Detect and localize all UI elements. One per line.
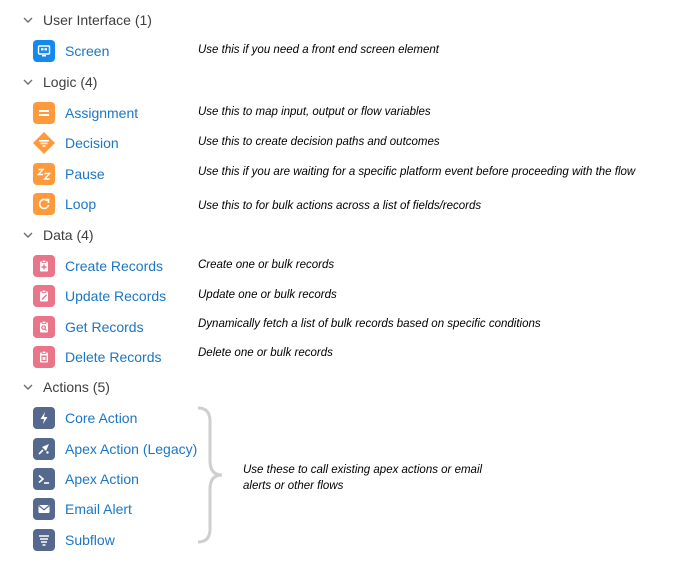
update-records-icon: [33, 285, 55, 307]
item-label: Loop: [65, 196, 97, 212]
description: Use this to create decision paths and ou…: [198, 136, 440, 148]
description: Create one or bulk records: [198, 259, 335, 271]
palette-item-apex-action-legacy[interactable]: Apex Action (Legacy): [33, 437, 197, 461]
section-label: Actions (5): [43, 379, 110, 395]
email-alert-icon: [33, 498, 55, 520]
section-data[interactable]: Data (4): [23, 225, 94, 245]
delete-records-icon: [33, 346, 55, 368]
item-label: Screen: [65, 43, 110, 59]
palette-item-delete-records[interactable]: Delete Records: [33, 345, 162, 369]
actions-note: Use these to call existing apex actions …: [243, 464, 483, 492]
palette-item-email-alert[interactable]: Email Alert: [33, 497, 132, 521]
description: Use this if you are waiting for a specif…: [198, 166, 636, 178]
loop-icon: [33, 193, 55, 215]
palette-item-loop[interactable]: Loop: [33, 192, 96, 216]
description: Delete one or bulk records: [198, 347, 333, 359]
create-records-icon: [33, 255, 55, 277]
palette-item-screen[interactable]: Screen: [33, 39, 109, 63]
get-records-icon: [33, 316, 55, 338]
section-user-interface[interactable]: User Interface (1): [23, 10, 152, 30]
core-action-icon: [33, 407, 55, 429]
chevron-down-icon: [23, 15, 33, 25]
description: Update one or bulk records: [198, 289, 337, 301]
curly-brace: [196, 405, 226, 545]
palette-item-apex-action[interactable]: Apex Action: [33, 467, 139, 491]
item-label: Core Action: [65, 410, 138, 426]
section-label: User Interface (1): [43, 12, 152, 28]
item-label: Decision: [65, 135, 119, 151]
assignment-icon: [33, 102, 55, 124]
section-label: Logic (4): [43, 74, 98, 90]
description: Dynamically fetch a list of bulk records…: [198, 318, 541, 330]
chevron-down-icon: [23, 77, 33, 87]
apex-action-icon: [33, 468, 55, 490]
item-label: Pause: [65, 166, 105, 182]
palette-item-core-action[interactable]: Core Action: [33, 406, 137, 430]
description: Use this to map input, output or flow va…: [198, 106, 431, 118]
palette-item-update-records[interactable]: Update Records: [33, 284, 166, 308]
item-label: Subflow: [65, 532, 115, 548]
palette-item-create-records[interactable]: Create Records: [33, 254, 163, 278]
item-label: Assignment: [65, 105, 139, 121]
item-label: Create Records: [65, 258, 164, 274]
section-actions[interactable]: Actions (5): [23, 377, 110, 397]
chevron-down-icon: [23, 230, 33, 240]
palette-item-pause[interactable]: Pause: [33, 162, 105, 186]
palette-item-get-records[interactable]: Get Records: [33, 315, 144, 339]
item-label: Apex Action (Legacy): [65, 441, 198, 457]
item-label: Update Records: [65, 288, 167, 304]
item-label: Email Alert: [65, 501, 132, 517]
item-label: Apex Action: [65, 471, 139, 487]
chevron-down-icon: [23, 382, 33, 392]
pause-icon: [33, 163, 55, 185]
item-label: Delete Records: [65, 349, 162, 365]
screen-icon: [33, 40, 55, 62]
description: Use this if you need a front end screen …: [198, 44, 440, 56]
palette-item-decision[interactable]: Decision: [33, 131, 119, 155]
palette-item-assignment[interactable]: Assignment: [33, 101, 138, 125]
description: Use this to for bulk actions across a li…: [198, 200, 482, 212]
section-label: Data (4): [43, 227, 94, 243]
apex-legacy-icon: [33, 438, 55, 460]
item-label: Get Records: [65, 319, 144, 335]
decision-icon: [33, 132, 55, 154]
subflow-icon: [33, 529, 55, 551]
palette-item-subflow[interactable]: Subflow: [33, 528, 115, 552]
section-logic[interactable]: Logic (4): [23, 72, 97, 92]
